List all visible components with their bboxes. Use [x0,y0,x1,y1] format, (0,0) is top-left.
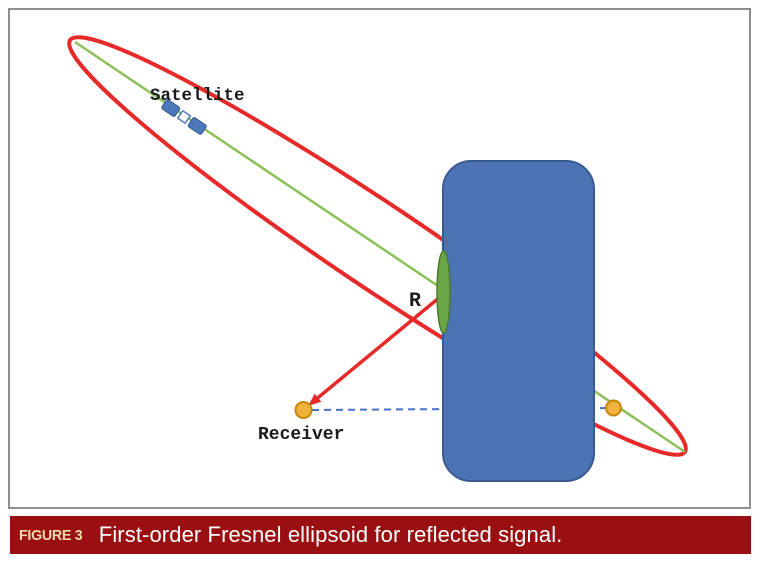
fresnel-zone-ellipse [436,250,451,334]
reflected-ray-line [315,295,442,400]
figure-caption-number: FIGURE 3 [19,526,83,544]
satellite-panel-right-icon [187,117,207,135]
building-block [442,160,595,482]
satellite-icon [161,99,207,135]
satellite-body-icon [176,109,192,125]
reflected-ray-arrowhead [308,393,322,406]
mirrored-receiver-point [605,399,622,417]
figure-caption-bar: FIGURE 3 First-order Fresnel ellipsoid f… [10,516,751,554]
figure-frame [8,8,751,509]
figure-caption-text: First-order Fresnel ellipsoid for reflec… [98,522,563,547]
receiver-label: Receiver [258,425,344,445]
satellite-panel-left-icon [161,99,181,117]
reflection-point-label: R [409,290,421,313]
satellite-label: Satellite [150,86,245,106]
receiver-point [294,401,313,419]
fresnel-diagram: Satellite R Receiver [67,35,688,482]
